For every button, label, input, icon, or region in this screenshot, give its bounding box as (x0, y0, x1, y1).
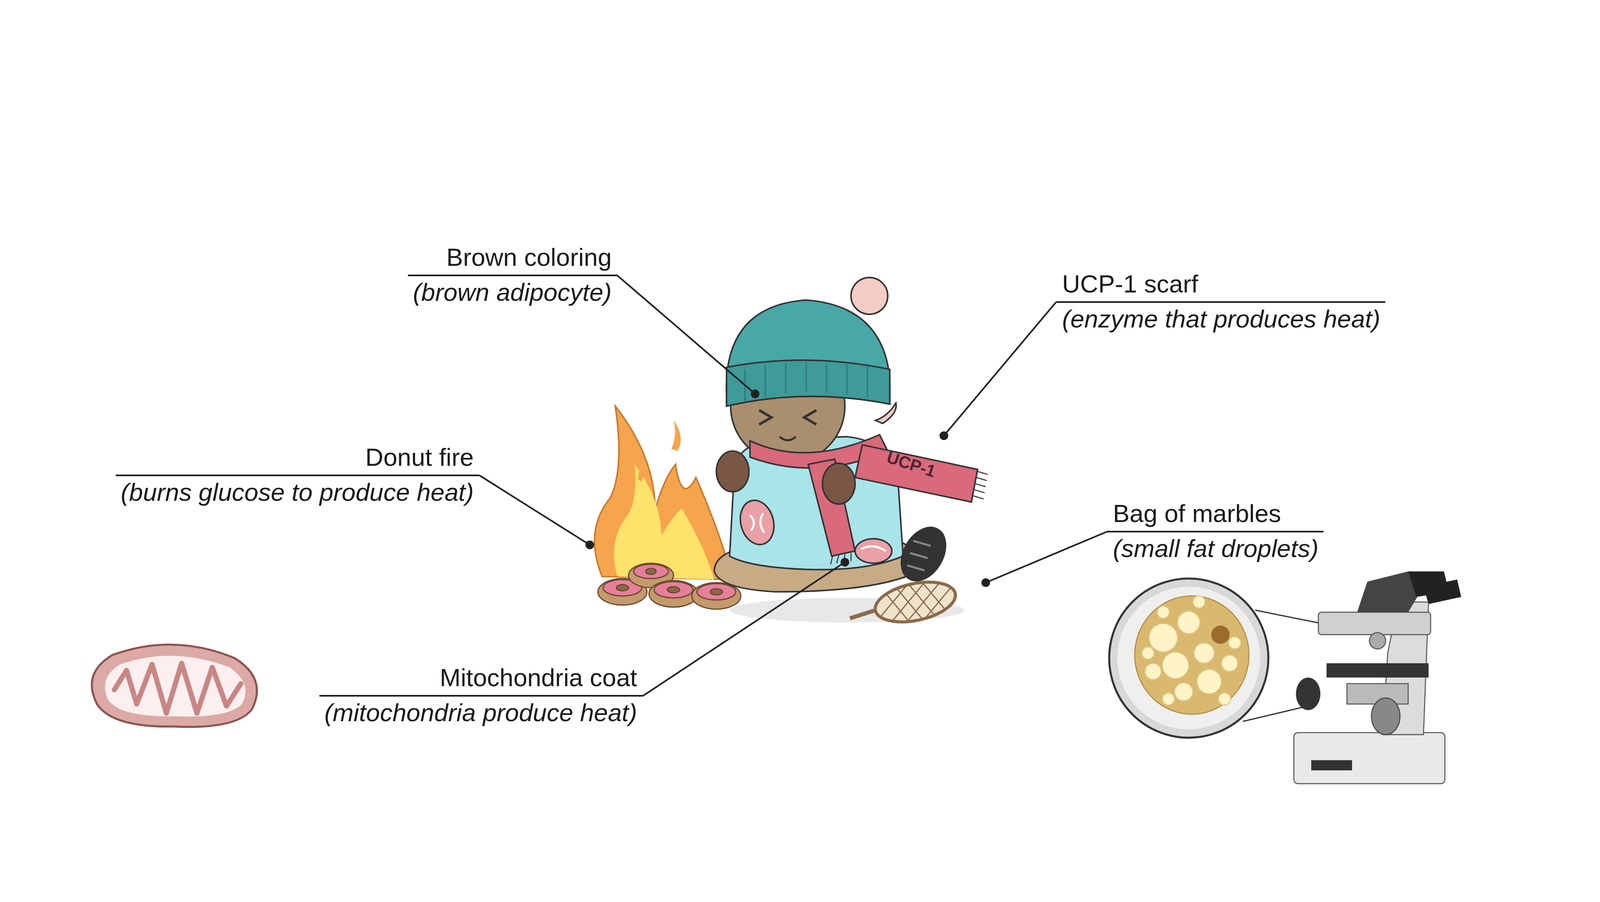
label-heading: Donut fire (365, 442, 474, 472)
underline (319, 695, 643, 697)
label-heading: UCP-1 scarf (1062, 269, 1199, 299)
underline (1056, 301, 1386, 303)
label-heading: Mitochondria coat (439, 663, 638, 693)
leader-lines (479, 275, 1108, 696)
mitochondrion-icon (91, 644, 257, 728)
label-note: (small fat droplets) (1112, 534, 1319, 563)
label-heading: Bag of marbles (1112, 499, 1282, 528)
microscope-with-fat-cell (1109, 571, 1462, 784)
label-note: (enzyme that produces heat) (1062, 304, 1381, 334)
underline (1107, 530, 1324, 533)
label-note: (brown adipocyte) (412, 277, 612, 307)
label-note: (burns glucose to produce heat) (120, 477, 474, 507)
underline (407, 274, 618, 277)
label-heading: Brown coloring (446, 242, 612, 272)
label-note: (mitochondria produce heat) (324, 698, 638, 728)
underline (115, 474, 480, 477)
brown-adipocyte-character (714, 277, 988, 633)
